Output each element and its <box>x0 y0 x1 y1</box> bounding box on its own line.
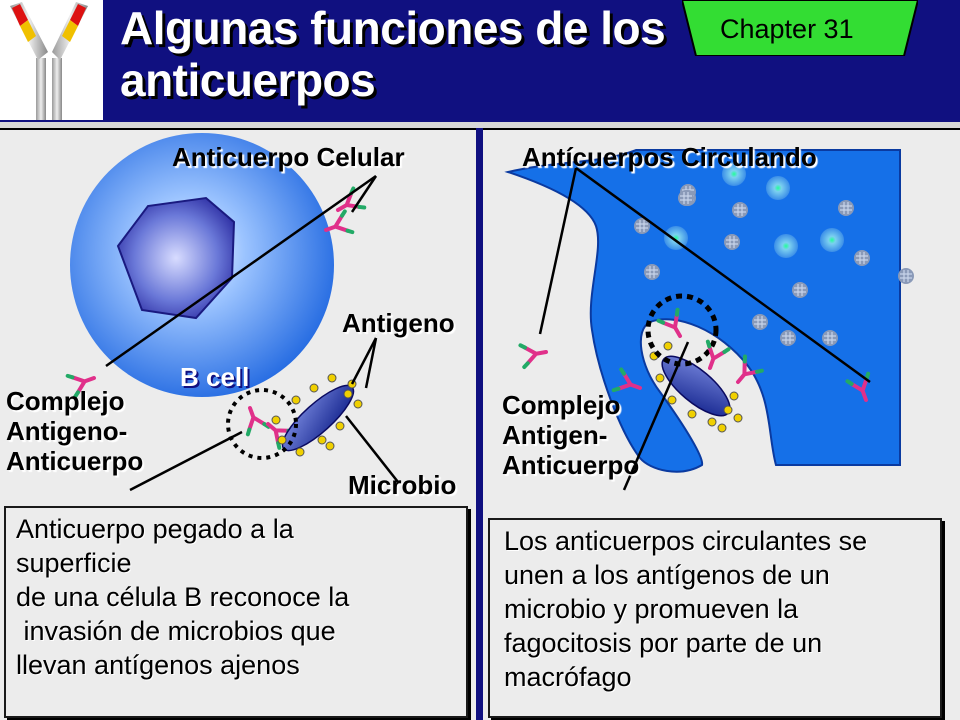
microbe-right <box>649 341 743 433</box>
caption-right: Los anticuerpos circulantes se unen a lo… <box>488 518 942 718</box>
label-circulating-antibodies: Antícuerpos Circulando <box>522 142 817 172</box>
caption-left-line: superficie <box>16 548 132 578</box>
label-complex-left-line2: Antigeno- <box>6 416 128 446</box>
antibody-logo <box>0 0 103 120</box>
caption-right-line: macrófago <box>504 662 632 692</box>
page-title: Algunas funciones de los anticuerpos <box>120 2 666 106</box>
complex-ring-left <box>226 388 298 460</box>
label-complex-right: Complejo Antigen- Anticuerpo <box>502 390 639 480</box>
pointer-lines-left <box>105 174 399 492</box>
caption-left: Anticuerpo pegado a la superficie de una… <box>4 506 468 718</box>
caption-right-line: microbio y promueven la <box>504 594 799 624</box>
label-complex-left-line3: Anticuerpo <box>6 446 144 476</box>
caption-right-line: Los anticuerpos circulantes se <box>504 526 868 556</box>
caption-left-line: invasión de microbios que <box>16 616 336 646</box>
caption-left-line: llevan antígenos ajenos <box>16 650 300 680</box>
label-microbe: Microbio <box>348 470 457 500</box>
label-complex-right-line2: Antigen- <box>502 420 608 450</box>
microbe-left <box>271 373 363 457</box>
caption-left-line: de una célula B reconoce la <box>16 582 350 612</box>
label-complex-right-line1: Complejo <box>502 390 621 420</box>
macrophage <box>504 149 901 473</box>
caption-right-line: unen a los antígenos de un <box>504 560 830 590</box>
caption-left-line: Anticuerpo pegado a la <box>16 514 294 544</box>
macrophage-vesicles <box>664 162 844 258</box>
chapter-tab <box>682 0 918 56</box>
label-cell-antibody: Anticuerpo Celular <box>172 142 405 172</box>
label-complex-left-line1: Complejo <box>6 386 125 416</box>
caption-right-line: fagocitosis por parte de un <box>504 628 823 658</box>
panel-divider <box>476 128 483 720</box>
label-antigen: Antigeno <box>342 308 455 338</box>
antibody-logo-icon <box>10 2 88 120</box>
chapter-label: Chapter 31 <box>720 14 854 44</box>
b-cell-nucleus <box>116 196 236 320</box>
label-b-cell: B cell <box>180 362 250 392</box>
label-complex-right-line3: Anticuerpo <box>502 450 640 480</box>
label-complex-left: Complejo Antigeno- Anticuerpo <box>6 386 143 476</box>
pointer-lines-right <box>538 166 871 491</box>
complex-ring-right <box>645 293 719 367</box>
